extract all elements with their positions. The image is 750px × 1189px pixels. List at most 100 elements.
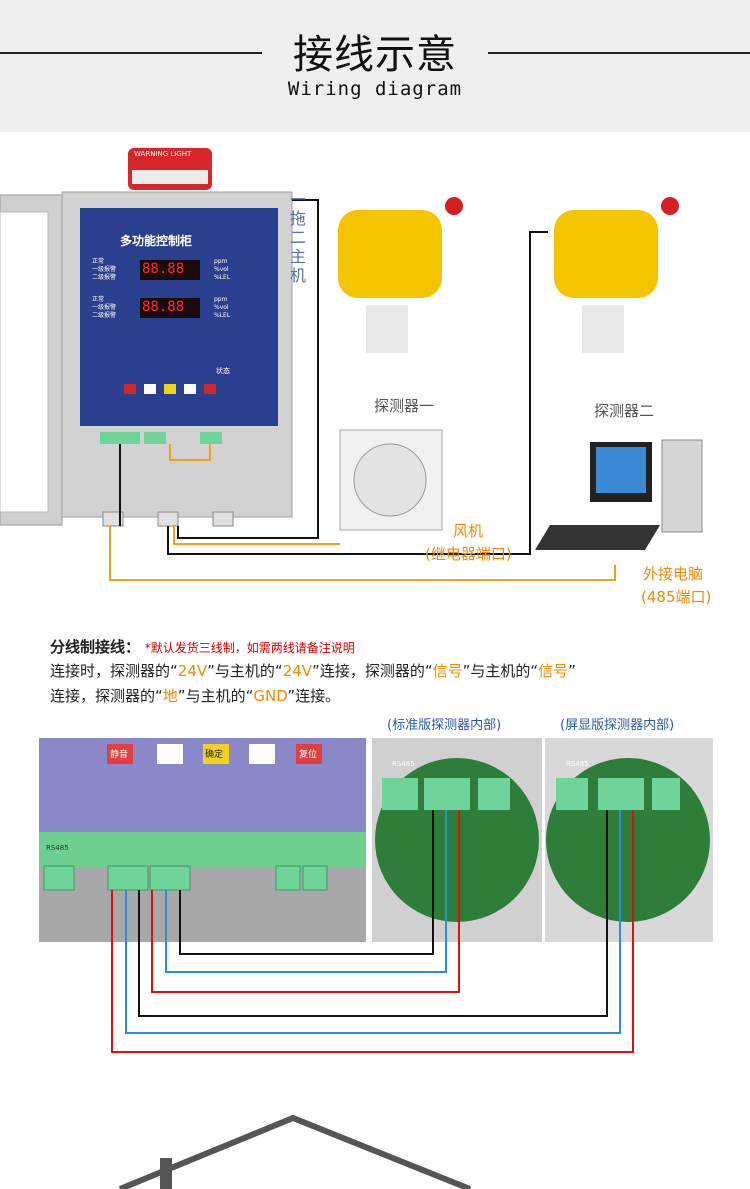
closeup-terminal-2 [107, 865, 149, 891]
page-title: 接线示意 [293, 32, 457, 78]
wiring-note-line1: 连接时，探测器的“24V”与主机的“24V”连接，探测器的“信号”与主机的“信号… [50, 660, 576, 681]
note-text: 连接时，探测器的“ [50, 662, 178, 680]
note-text: ”连接，探测器的“ [312, 662, 433, 680]
terminal-strip [39, 832, 366, 868]
row-labels-2: 正常 一级报警 二级报警 [92, 296, 116, 320]
display-2-value: 88.88 [142, 299, 185, 315]
detector-2-body [554, 210, 658, 298]
detector-1-label: 探测器一 [374, 397, 435, 415]
closeup-mute-button[interactable] [107, 744, 133, 764]
note-highlight: 信号 [538, 662, 569, 680]
row-label-alarm2: 二级报警 [92, 312, 117, 319]
btn-label-reset: 复位 [299, 750, 318, 760]
unit-vol: %vol [214, 304, 229, 311]
closeup-up-button[interactable] [157, 744, 183, 764]
detector-2-sensor [582, 305, 624, 353]
warning-light-text: WARNING LIGHT [134, 150, 192, 158]
house-outline-illustration [118, 1114, 472, 1189]
wire-blue-screen [125, 810, 621, 1034]
wire-pc-orange [109, 526, 616, 581]
pc-sublabel: (485端口) [641, 588, 712, 606]
note-text: ”与主机的“ [462, 662, 539, 680]
monitor-screen [596, 447, 646, 493]
display-1 [140, 260, 200, 280]
detector-1-alarm-lamp [445, 197, 463, 215]
screen-terminal-c [652, 778, 680, 810]
row-label-alarm1: 一级报警 [92, 266, 117, 273]
wire-black-std [179, 810, 434, 955]
wire-red-std [151, 810, 460, 993]
row-labels-1: 正常 一级报警 二级报警 [92, 258, 116, 282]
closeup-terminal-4 [275, 865, 301, 891]
row-label-alarm1: 一级报警 [92, 304, 117, 311]
unit-lel: %LEL [214, 312, 231, 319]
row-label-normal: 正常 [92, 296, 105, 303]
note-highlight: 地 [162, 687, 178, 705]
btn-label-mute: 静音 [110, 750, 129, 760]
note-text: ”与主机的“ [207, 662, 283, 680]
unit-lel: %LEL [214, 274, 231, 281]
detector-1-body [338, 210, 442, 298]
display-1-value: 88.88 [142, 261, 185, 277]
warning-light-label-plate [132, 170, 208, 184]
terminal-block-c [200, 432, 222, 444]
wire-red-screen [111, 810, 634, 1053]
panel-title: 多功能控制柜 [120, 234, 193, 248]
wiring-note-line2: 连接，探测器的“地”与主机的“GND”连接。 [50, 685, 340, 706]
screen-terminal-b [598, 778, 644, 810]
note-highlight: 信号 [432, 662, 463, 680]
note-highlight: GND [253, 687, 288, 705]
unit-labels-1: ppm %vol %LEL [214, 258, 230, 282]
fan-label: 风机 [453, 522, 484, 540]
closeup-terminal-3 [149, 865, 191, 891]
std-terminal-b [424, 778, 470, 810]
note-heading-remark: *默认发货三线制，如需两线请备注说明 [144, 641, 355, 655]
pcb-label-screen: RS485 [566, 760, 589, 768]
title-left-rule [0, 52, 262, 54]
fan-blade [353, 443, 427, 517]
keyboard [535, 525, 660, 550]
host-vertical-label: 一拖二主机 [290, 190, 307, 285]
wire-black-screen [138, 810, 608, 1017]
cable-gland-3 [212, 511, 234, 527]
cabinet-door-window [0, 211, 49, 513]
wire-internal-2 [169, 444, 211, 461]
display-2 [140, 298, 200, 318]
terminal-block-a [100, 432, 140, 444]
note-text: 连接，探测器的“ [50, 687, 163, 705]
ok-button[interactable] [164, 384, 176, 394]
down-button[interactable] [184, 384, 196, 394]
header-banner [0, 0, 750, 132]
terminal-strip-label: RS485 [46, 844, 69, 852]
wiring-note-heading: 分线制接线： *默认发货三线制，如需两线请备注说明 [50, 636, 355, 657]
cable-gland-1 [102, 511, 124, 527]
wire-fan-orange [173, 526, 340, 545]
pcb-label-std: RS485 [392, 760, 415, 768]
note-highlight: 24V [282, 662, 313, 680]
reset-button[interactable] [204, 384, 216, 394]
caption-screen-detector: (屏显版探测器内部) [560, 718, 675, 733]
cable-gland-2 [157, 511, 179, 527]
unit-vol: %vol [214, 266, 229, 273]
note-heading-text: 分线制接线： [50, 638, 141, 656]
detector-2-label: 探测器二 [594, 402, 655, 420]
closeup-terminal-1 [43, 865, 75, 891]
wire-blue-std [165, 810, 447, 973]
closeup-ok-button[interactable] [203, 744, 229, 764]
closeup-down-button[interactable] [249, 744, 275, 764]
closeup-reset-button[interactable] [296, 744, 322, 764]
terminal-block-b [144, 432, 166, 444]
pc-tower [661, 439, 703, 533]
wire-detector1-black [177, 199, 319, 539]
house-roof [118, 1114, 472, 1189]
wiring-diagram-2 [39, 738, 713, 1053]
closeup-terminal-5 [302, 865, 328, 891]
unit-ppm: ppm [214, 296, 228, 303]
up-button[interactable] [144, 384, 156, 394]
mute-button[interactable] [124, 384, 136, 394]
wire-detector2-black [167, 231, 548, 555]
detector-2-alarm-lamp [661, 197, 679, 215]
row-label-alarm2: 二级报警 [92, 274, 117, 281]
title-right-rule [488, 52, 750, 54]
unit-ppm: ppm [214, 258, 228, 265]
